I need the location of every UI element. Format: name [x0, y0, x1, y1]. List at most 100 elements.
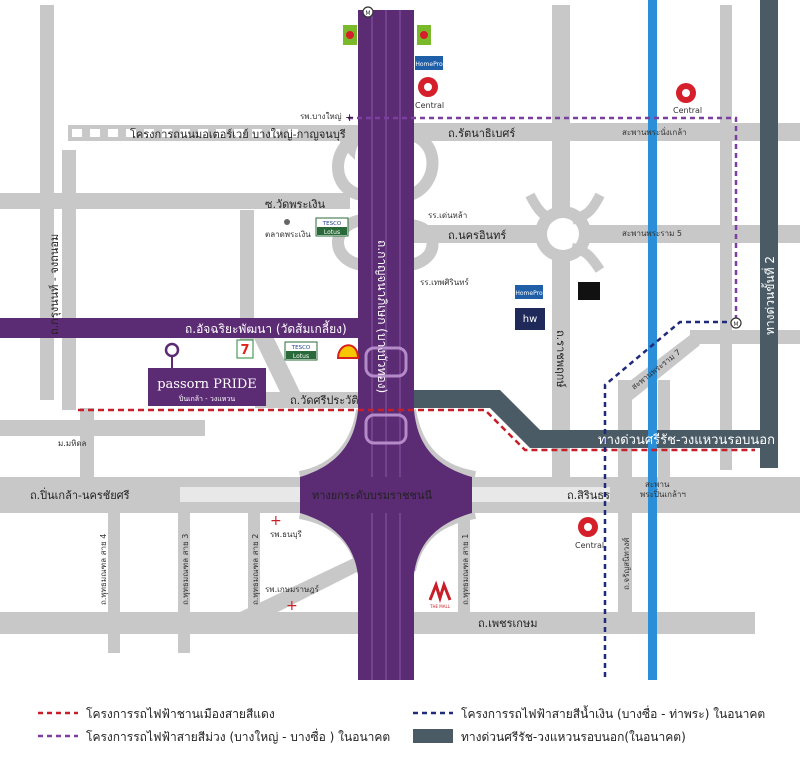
label-bridge-phra-nangklao: สะพานพระนั่งเกล้า: [622, 126, 687, 137]
road-phetkasem-diagonal: [240, 555, 365, 622]
shell-icon: [336, 344, 360, 359]
svg-text:HomePro: HomePro: [415, 61, 443, 68]
homeworks-icon: hw: [515, 308, 545, 330]
seven-eleven-icon: 7: [236, 339, 254, 359]
label-hospital-kasemrad: รพ.เกษมราษฎร์: [265, 584, 320, 594]
label-bridge-pinklao: สะพาน: [645, 480, 670, 489]
project-name: passorn PRIDE: [157, 377, 257, 392]
homepro-icon-mid: HomePro: [515, 285, 543, 299]
bigc-icon-1-dot: [346, 31, 354, 39]
label-market-phra-ngoen: ตลาดพระเงิน: [265, 230, 311, 239]
metro-icon-top: [362, 6, 374, 18]
hospital-cross-bangyai: +: [345, 111, 354, 124]
blue-line-future: [603, 320, 736, 680]
road-rama7-ext: [690, 330, 800, 344]
svg-text:TESCO: TESCO: [291, 345, 311, 351]
road-krungnon: [62, 150, 76, 410]
legend-expressway-swatch: [413, 729, 453, 743]
svg-text:THE MALL: THE MALL: [429, 604, 451, 609]
road-mahidol-connector: [80, 408, 94, 478]
highway-ramp-box-2: [364, 413, 408, 445]
central-icon-top: Central: [415, 77, 444, 110]
road-rattanathibet: [410, 123, 800, 141]
label-sirindhorn: ถ.สิรินธร: [567, 489, 610, 502]
road-rama7: [618, 335, 700, 400]
road-charansanitwong: [618, 380, 632, 630]
road-vertical-right-1: [720, 5, 732, 470]
label-krungnon: ถ.กรุงนนท์ - จงถนอม: [48, 234, 61, 335]
legend-purple-label: โครงการรถไฟฟ้าสายสีม่วง (บางใหญ่ - บางซื…: [86, 730, 391, 744]
metro-icon-bottom-label: M: [733, 321, 738, 328]
label-elevated-road: ทางยกระดับบรมราชชนนี: [312, 489, 433, 502]
road-phutthamonthon-2: [248, 513, 260, 623]
svg-text:Lotus: Lotus: [293, 353, 309, 360]
legend-blue-label: โครงการรถไฟฟ้าสายสีน้ำเงิน (บางซื่อ - ท่…: [461, 707, 766, 721]
central-icon-bottom: Central: [575, 517, 604, 550]
svg-text:Central: Central: [673, 106, 702, 115]
blue-line-vertical: [648, 0, 657, 680]
hospital-cross-thonburi: +: [270, 513, 282, 529]
hospital-cross-kasemrad: +: [286, 598, 298, 614]
label-hospital-bangyai: รพ.บางใหญ่: [300, 112, 342, 121]
tesco-lotus-icon-top: TESCO Lotus: [315, 217, 349, 237]
label-bridge-rama5: สะพานพระราม 5: [622, 229, 682, 238]
svg-text:Central: Central: [575, 541, 604, 550]
bigc-icon-2-dot: [420, 31, 428, 39]
road-network: [0, 5, 800, 653]
metro-icon-bottom: [730, 317, 742, 329]
project-sub: ปิ่นเกล้า - วงแหวน: [179, 394, 236, 403]
road-roundabout-ramp-1: [525, 192, 555, 225]
label-bridge-pinklao-2: พระปิ่นเกล้าฯ: [640, 488, 686, 499]
svg-text:TESCO: TESCO: [322, 221, 342, 227]
road-roundabout-center: [547, 218, 579, 250]
label-ratchaphruek: ถ.ราชพฤกษ์: [554, 330, 567, 388]
purple-line-future: [348, 116, 738, 322]
road-interchange-loop-right-2: [408, 219, 439, 271]
road-interchange-loop-left: [332, 129, 365, 201]
road-nakhon-in: [410, 225, 800, 243]
label-pinklao-nakhonchaisri: ถ.ปิ่นเกล้า-นครชัยศรี: [30, 487, 130, 502]
label-phutthamonthon-2: ถ.พุทธมณฑล สาย 2: [251, 534, 260, 605]
legend-expressway-label: ทางด่วนศรีรัช-วงแหวนรอบนอก(ในอนาคต): [461, 730, 686, 744]
svg-text:Central: Central: [415, 101, 444, 110]
label-charansanitwong: ถ.จรัญสนิทวงศ์: [621, 538, 631, 590]
svg-text:Lotus: Lotus: [324, 229, 340, 236]
road-phutthamonthon-3: [178, 513, 190, 653]
highway-ramp-box-1: [364, 346, 408, 378]
label-expressway-2: ทางด่วนขั้นที่ 2: [761, 256, 777, 335]
label-soi-wat-phra-ngoen: ซ.วัดพระเงิน: [265, 198, 325, 211]
label-hospital-thonburi: รพ.ธนบุรี: [270, 530, 303, 539]
chaiyaphruek-road: [0, 318, 358, 338]
label-chaiyaphruek: ถ.อัจฉริยะพัฒนา (วัดส้มเกลี้ยง): [185, 320, 347, 336]
svg-text:hw: hw: [523, 314, 538, 325]
project-marker: passorn PRIDE ปิ่นเกล้า - วงแหวน: [148, 342, 266, 406]
label-nakhon-in: ถ.นครอินทร์: [448, 229, 506, 242]
label-school-thepsirin: รร.เทพศิรินทร์: [420, 277, 470, 287]
svg-text:7: 7: [240, 343, 249, 358]
brand-black-icon: [578, 282, 600, 300]
road-roundabout-ramp-2: [570, 192, 605, 225]
road-vertical-left-2: [240, 210, 254, 340]
label-mahidol: ม.มหิดล: [58, 439, 87, 448]
label-rattanathibet: ถ.รัตนาธิเบศร์: [448, 127, 515, 140]
legend-red-label: โครงการรถไฟฟ้าชานเมืองสายสีแดง: [86, 707, 275, 721]
label-phutthamonthon-3: ถ.พุทธมณฑล สาย 3: [181, 534, 190, 605]
kanchanaphisek-highway: [300, 10, 472, 680]
label-phetkasem: ถ.เพชรเกษม: [478, 617, 537, 630]
label-school-denla: รร.เด่นหล้า: [428, 211, 467, 220]
road-mahidol: [0, 420, 205, 436]
road-interchange-loop-right: [407, 129, 439, 201]
market-dot: [284, 219, 290, 225]
road-phutthamonthon-4: [108, 513, 120, 653]
expressway-sirat-ring: [410, 390, 760, 448]
svg-text:HomePro: HomePro: [515, 290, 543, 297]
label-phutthamonthon-1: ถ.พุทธมณฑล สาย 1: [461, 534, 470, 605]
the-mall-icon: THE MALL: [428, 580, 452, 609]
label-kanchanaphisek: ถ.กาญจนาภิเษก (บางบัวทอง): [375, 240, 389, 393]
expressway-2: [760, 0, 778, 468]
tesco-lotus-icon-mid: TESCO Lotus: [284, 341, 318, 361]
label-phutthamonthon-4: ถ.พุทธมณฑล สาย 4: [99, 534, 108, 605]
road-interchange-loop-left-2: [332, 214, 364, 271]
road-roundabout-ramp-3: [571, 243, 605, 273]
metro-icon-top-label: M: [365, 10, 370, 17]
